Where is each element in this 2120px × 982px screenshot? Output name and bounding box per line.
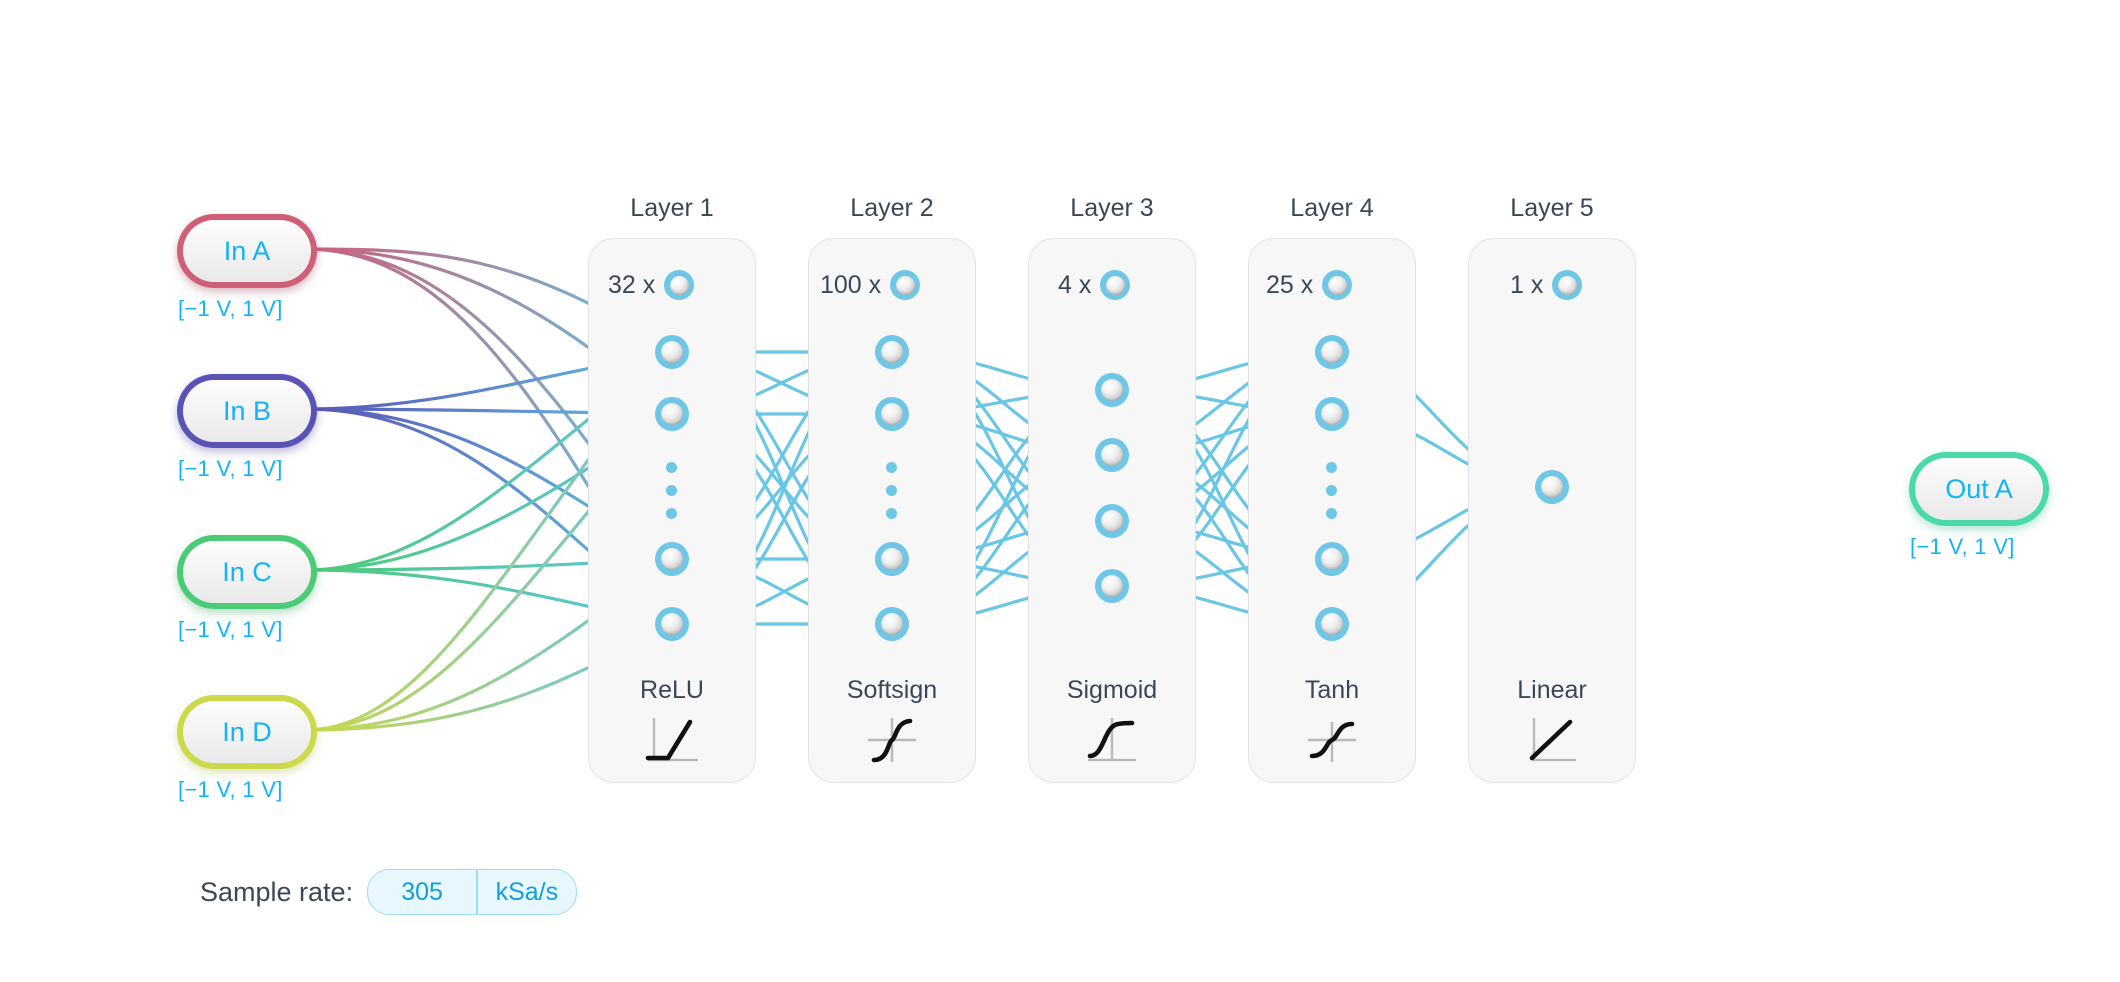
sigmoid-icon: [1087, 718, 1136, 762]
input-a-node[interactable]: In A: [183, 220, 311, 282]
sample-rate-value-input[interactable]: 305: [401, 877, 443, 906]
layer-1-neuron-4[interactable]: [655, 607, 689, 641]
sample-rate-control: Sample rate: 305 kSa/s: [200, 869, 578, 915]
layer-3-title: Layer 3: [1070, 194, 1154, 222]
layer-1-count-label: 32 x: [608, 270, 656, 299]
layer-4-neuron-3[interactable]: [1315, 542, 1349, 576]
layer-4-neuron-4[interactable]: [1315, 607, 1349, 641]
layer-3-neuron-3[interactable]: [1095, 504, 1129, 538]
layer-1-activation-name: ReLU: [640, 676, 704, 704]
layer-4-ellipsis: [1326, 462, 1337, 519]
input-b-range: [−1 V, 1 V]: [178, 456, 283, 481]
layer-4-title: Layer 4: [1290, 194, 1374, 222]
layer-2-count-label: 100 x: [820, 270, 882, 299]
layer-2-count: 100 x: [820, 270, 921, 300]
output-a-label: Out A: [1945, 473, 2013, 504]
layer-5-legend-neuron-icon: [1552, 270, 1583, 300]
layer-5-title: Layer 5: [1510, 194, 1594, 222]
layer-5-count-label: 1 x: [1510, 270, 1544, 299]
layer-2-neuron-3[interactable]: [875, 542, 909, 576]
layer-5-count: 1 x: [1510, 270, 1583, 300]
input-a-label: In A: [223, 235, 271, 266]
layer-2-neuron-4[interactable]: [875, 607, 909, 641]
layer-2-neuron-1[interactable]: [875, 335, 909, 369]
layer-3-legend-neuron-icon: [1100, 270, 1131, 300]
layer-4-count-label: 25 x: [1266, 270, 1314, 299]
sample-rate-label: Sample rate:: [200, 876, 354, 907]
layer-1-neuron-3[interactable]: [655, 542, 689, 576]
layer-2-title: Layer 2: [850, 194, 934, 222]
layer-4-neuron-1[interactable]: [1315, 335, 1349, 369]
softsign-icon: [868, 718, 916, 763]
input-d-node[interactable]: In D: [183, 701, 311, 763]
sample-rate-divider: [476, 870, 478, 914]
layer-3-neuron-4[interactable]: [1095, 569, 1129, 603]
sample-rate-pill[interactable]: 305 kSa/s: [367, 869, 578, 915]
input-b-label: In B: [222, 395, 272, 426]
input-c-range: [−1 V, 1 V]: [178, 617, 283, 642]
layer-1-title: Layer 1: [630, 194, 714, 222]
layer-3-count-label: 4 x: [1058, 270, 1092, 299]
input-c-label: In C: [222, 556, 272, 587]
sample-rate-unit-select[interactable]: kSa/s: [495, 877, 559, 906]
input-d-label: In D: [222, 716, 272, 747]
layer-5-neuron-1[interactable]: [1535, 470, 1569, 504]
layer-1-neuron-1[interactable]: [655, 335, 689, 369]
layer-2-neuron-2[interactable]: [875, 397, 909, 431]
layer-4-neuron-2[interactable]: [1315, 397, 1349, 431]
output-a-node[interactable]: Out A: [1915, 458, 2043, 520]
tanh-icon: [1308, 721, 1356, 762]
input-b-node[interactable]: In B: [183, 380, 311, 442]
layer-5-activation-name: Linear: [1517, 676, 1587, 704]
input-c-node[interactable]: In C: [183, 541, 311, 603]
layer-4-legend-neuron-icon: [1322, 270, 1353, 300]
relu-icon: [645, 718, 698, 762]
layer-2-legend-neuron-icon: [890, 270, 921, 300]
layer-3-count: 4 x: [1058, 270, 1131, 300]
layer-4-count: 25 x: [1266, 270, 1353, 300]
linear-icon: [1529, 718, 1576, 762]
layer-2-ellipsis: [886, 462, 897, 519]
layer-3-activation-name: Sigmoid: [1066, 676, 1158, 704]
layer-2-activation-name: Softsign: [846, 676, 938, 704]
layer-1-legend-neuron-icon: [664, 270, 695, 300]
layer-1-ellipsis: [666, 462, 677, 519]
layer-1-neuron-2[interactable]: [655, 397, 689, 431]
input-d-range: [−1 V, 1 V]: [178, 777, 283, 802]
layer-3-neuron-2[interactable]: [1095, 438, 1129, 472]
layer-3-neuron-1[interactable]: [1095, 373, 1129, 407]
input-a-range: [−1 V, 1 V]: [178, 296, 283, 321]
output-a-range: [−1 V, 1 V]: [1910, 534, 2015, 559]
layer-4-activation-name: Tanh: [1304, 676, 1360, 704]
layer-1-count: 32 x: [608, 270, 695, 300]
